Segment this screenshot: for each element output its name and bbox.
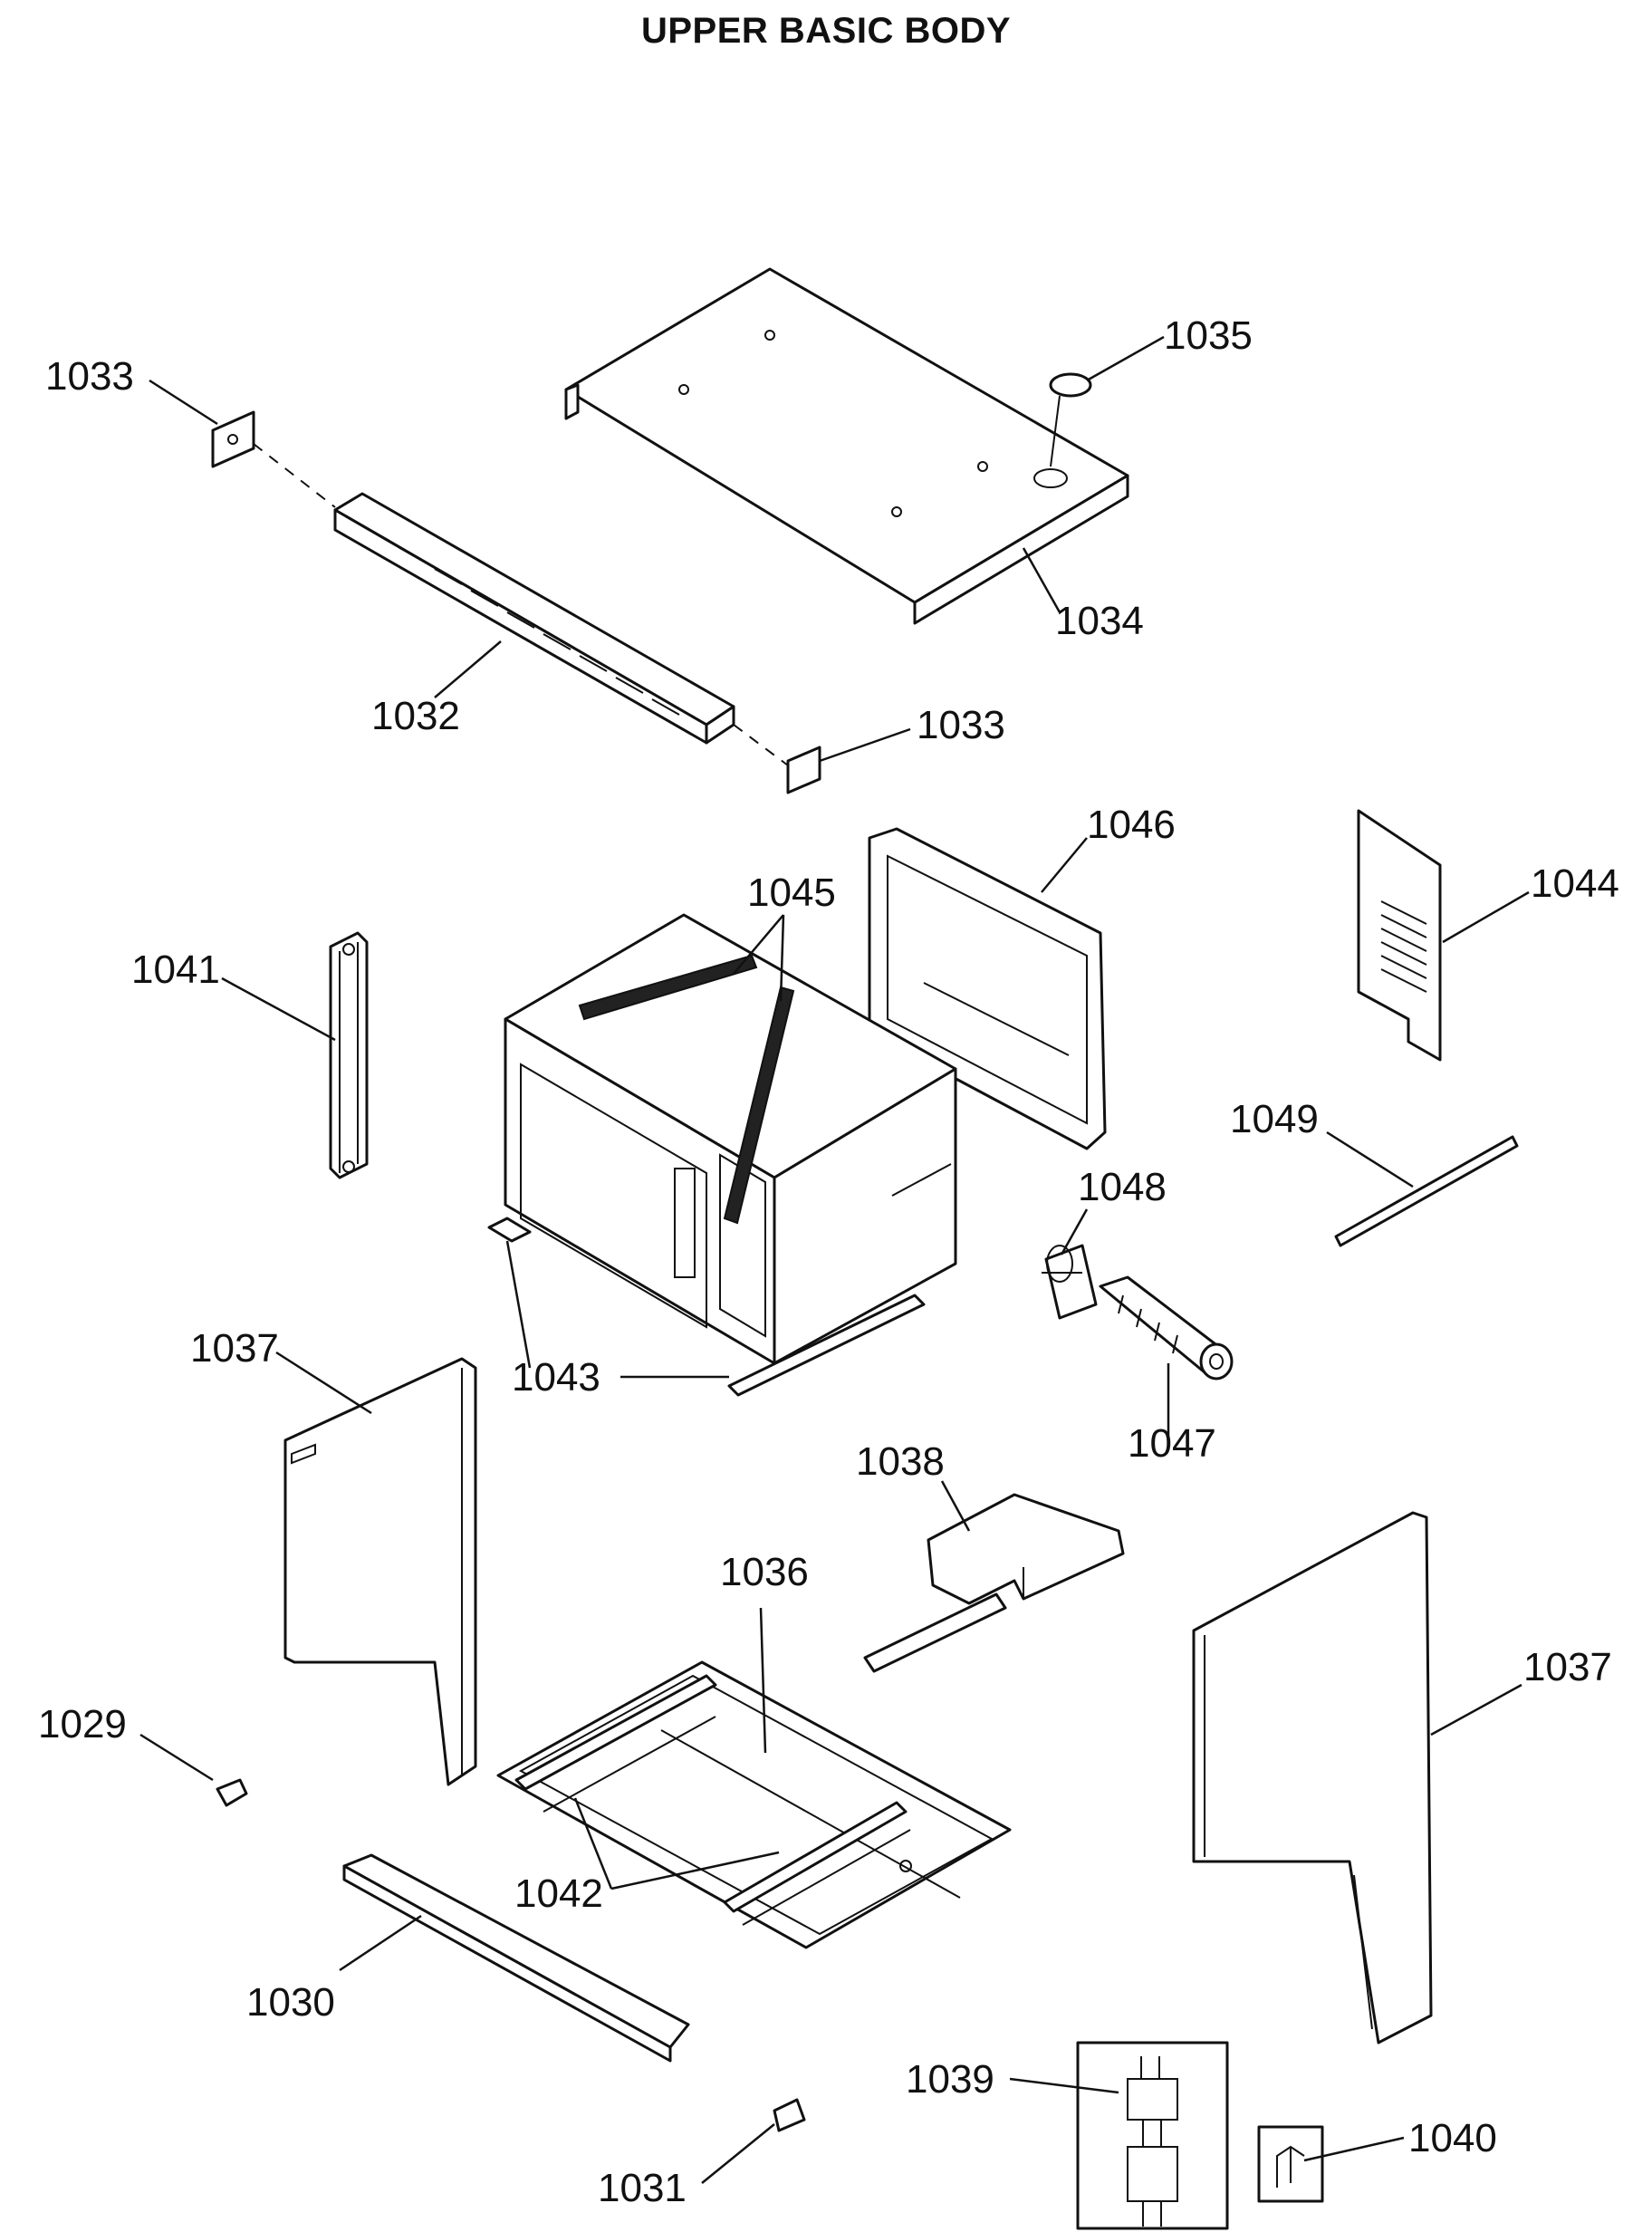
part-1034-top-cover <box>564 267 1129 625</box>
callout-1038: 1038 <box>856 1439 945 1484</box>
callout-1036: 1036 <box>720 1550 809 1594</box>
part-1033-clip-right <box>786 746 821 794</box>
part-1029-clip <box>216 1778 248 1807</box>
callout-1040: 1040 <box>1408 2116 1497 2160</box>
callout-1029: 1029 <box>38 1702 127 1746</box>
callout-1045: 1045 <box>747 871 836 915</box>
callout-1032: 1032 <box>371 694 460 738</box>
callout-1047: 1047 <box>1128 1421 1216 1466</box>
callout-1037-left: 1037 <box>190 1326 279 1371</box>
callout-1048: 1048 <box>1078 1165 1167 1209</box>
part-1048-motor <box>1042 1244 1098 1320</box>
part-1035-knob <box>1049 372 1092 467</box>
part-1037-left-side-panel <box>283 1357 477 1786</box>
callout-1034: 1034 <box>1055 599 1144 643</box>
callout-1030: 1030 <box>246 1980 335 2025</box>
callout-1049: 1049 <box>1230 1097 1319 1141</box>
part-1043-base-rails <box>487 1217 926 1397</box>
part-1049-rod <box>1334 1135 1519 1247</box>
part-1032-vent-bracket <box>333 492 735 745</box>
part-1042-support-bars <box>514 1674 908 1913</box>
callout-1037-right: 1037 <box>1523 1645 1612 1689</box>
part-1039-wiring-connector <box>1076 2041 1229 2230</box>
oven-cavity-body <box>504 913 957 1365</box>
callout-1046: 1046 <box>1087 803 1176 847</box>
callout-1043: 1043 <box>512 1355 600 1400</box>
part-1030-front-rail <box>342 1853 690 2063</box>
part-1033-clip-left <box>211 410 255 468</box>
part-1031-clip <box>773 2098 806 2132</box>
part-1040-retaining-clip <box>1257 2125 1324 2203</box>
callout-labels: 1033 1035 1034 1032 1033 1046 1045 1044 … <box>38 313 1619 2210</box>
callout-1033-right: 1033 <box>917 703 1005 747</box>
leader-lines <box>139 335 1530 2184</box>
callout-1042: 1042 <box>514 1871 603 1916</box>
part-1041-vertical-bracket <box>329 931 369 1179</box>
callout-1044: 1044 <box>1531 861 1619 906</box>
callout-1033-left: 1033 <box>45 354 134 399</box>
page-title: UPPER BASIC BODY <box>640 11 1012 51</box>
part-1037-right-side-panel <box>1192 1511 1433 2044</box>
callout-1031: 1031 <box>598 2166 687 2210</box>
callout-1035: 1035 <box>1164 313 1253 358</box>
part-1045-gasket-strips <box>578 954 795 1225</box>
part-1038-bracket-assembly <box>863 1493 1125 1673</box>
callout-1039: 1039 <box>906 2057 994 2102</box>
callout-1041: 1041 <box>131 948 220 992</box>
part-1047-blower-fan <box>1099 1275 1234 1381</box>
part-1044-side-vent-panel <box>1357 809 1442 1062</box>
assembly-line-1033 <box>253 443 789 766</box>
